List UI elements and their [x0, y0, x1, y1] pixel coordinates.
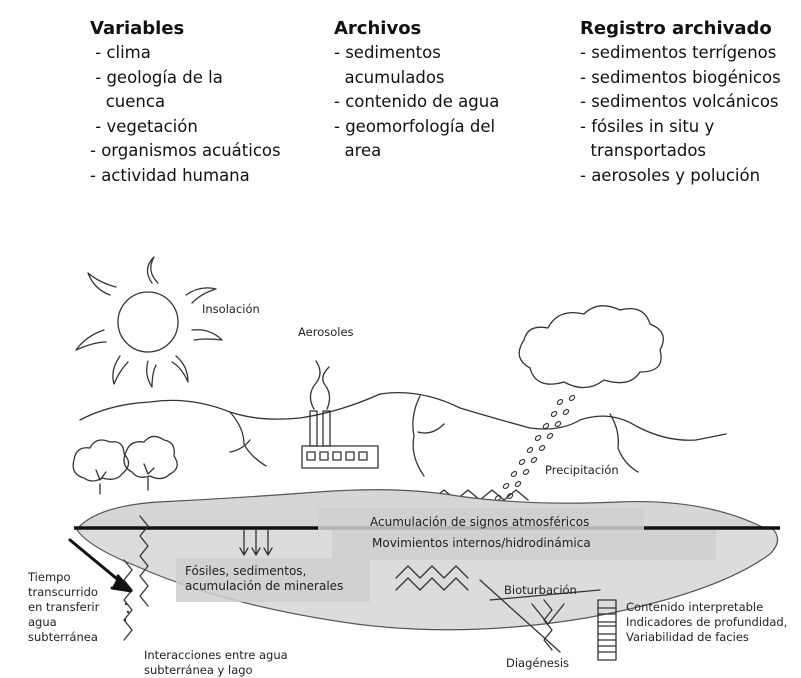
list-item: - aerosoles y polución: [580, 165, 761, 185]
label-bioturbacion: Bioturbación: [504, 583, 577, 597]
list-item: - sedimentos volcánicos: [580, 92, 779, 111]
label-tiempo: Tiempo transcurrido en transferir agua s…: [28, 570, 100, 644]
label-precipitacion: Precipitación: [545, 463, 619, 477]
rain-drops: [494, 394, 576, 502]
movimientos-band: [332, 530, 716, 560]
archivos-heading: Archivos: [334, 18, 422, 39]
acumulacion-band: [318, 508, 644, 530]
list-item: - actividad humana: [90, 165, 250, 185]
registro-column: Registro archivado - sedimentos terrígen…: [580, 18, 781, 188]
mountain-range: [79, 391, 727, 441]
list-item: - fósiles in situ y: [580, 116, 715, 136]
registro-list: - sedimentos terrígenos - sedimentos bio…: [580, 41, 781, 188]
factory-icon: [301, 360, 379, 469]
trees-icon: [72, 435, 178, 495]
cloud-icon: [518, 305, 664, 389]
list-item: transportados: [580, 141, 707, 160]
archivos-column: Archivos - sedimentos acumulados - conte…: [334, 18, 499, 164]
list-item: cuenca: [90, 92, 166, 111]
variables-heading: Variables: [90, 18, 185, 39]
label-acumulacion: Acumulación de signos atmosféricos: [370, 515, 590, 529]
list-item: - clima: [90, 43, 151, 62]
label-interacciones: Interacciones entre agua subterránea y l…: [144, 648, 288, 677]
list-item: - sedimentos: [334, 43, 441, 62]
registro-heading: Registro archivado: [580, 18, 772, 39]
label-diagenesis: Diagénesis: [506, 656, 570, 670]
list-item: - sedimentos terrígenos: [580, 43, 777, 62]
label-fosiles: Fósiles, sedimentos, acumulación de mine…: [185, 564, 344, 593]
list-item: area: [334, 141, 382, 160]
sedimentation-arrows-icon: [239, 529, 273, 556]
sun-icon: [75, 256, 223, 388]
label-movimientos: Movimientos internos/hidrodinámica: [372, 536, 591, 550]
label-contenido: Contenido interpretable Indicadores de p…: [626, 600, 788, 644]
variables-list: - clima - geología de la cuenca - vegeta…: [90, 41, 281, 188]
label-insolacion: Insolación: [202, 302, 260, 316]
list-item: - vegetación: [90, 116, 198, 136]
archivos-list: - sedimentos acumulados - contenido de a…: [334, 41, 499, 164]
sediment-core-icon: [597, 599, 617, 661]
list-item: - geomorfología del: [334, 116, 496, 136]
list-item: - sedimentos biogénicos: [580, 67, 781, 87]
label-aerosoles: Aerosoles: [298, 325, 354, 339]
list-item: - organismos acuáticos: [90, 141, 281, 160]
variables-column: Variables - clima - geología de la cuenc…: [90, 18, 281, 188]
list-item: acumulados: [334, 67, 445, 87]
list-item: - contenido de agua: [334, 92, 500, 111]
list-item: - geología de la: [90, 67, 223, 87]
fosiles-band: [176, 558, 370, 602]
